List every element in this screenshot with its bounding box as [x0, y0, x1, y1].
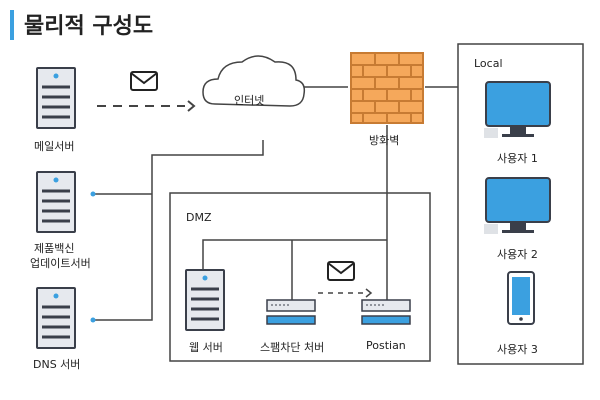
firewall-label: 방화벽 — [369, 134, 400, 147]
user1-label: 사용자 1 — [497, 152, 538, 165]
connector-dot — [90, 191, 96, 197]
dns-server-icon — [36, 287, 76, 349]
postian-server-icon — [361, 299, 411, 325]
local-zone-box — [457, 43, 584, 365]
postian-label: Postian — [366, 339, 406, 352]
product-update-server-label-line1: 제품백신 — [34, 242, 75, 255]
envelope-icon — [327, 261, 355, 281]
firewall-icon — [350, 52, 424, 124]
connector-dot — [90, 317, 96, 323]
envelope-icon — [130, 71, 158, 91]
cloud-icon — [202, 55, 306, 107]
spam-arrow-head — [365, 288, 373, 298]
diagram-title: 물리적 구성도 — [24, 14, 154, 39]
dmz-label: DMZ — [186, 211, 212, 224]
phone-icon — [507, 271, 535, 325]
local-label: Local — [474, 57, 503, 70]
dns-server-label: DNS 서버 — [33, 358, 81, 371]
title-accent-bar — [10, 10, 14, 40]
web-server-label: 웹 서버 — [189, 341, 223, 354]
monitor-icon — [484, 177, 551, 234]
mail-arrow-head — [187, 100, 196, 112]
mail-server-icon — [36, 67, 76, 129]
mail-server-label: 메일서버 — [34, 140, 75, 153]
spam-server-label: 스팸차단 처버 — [260, 341, 325, 354]
user3-label: 사용자 3 — [497, 343, 538, 356]
product-update-server-label-line2: 업데이트서버 — [30, 257, 91, 270]
user2-label: 사용자 2 — [497, 248, 538, 261]
connection-lines — [95, 86, 458, 321]
monitor-icon — [484, 81, 551, 138]
internet-label: 인터넷 — [234, 94, 265, 107]
dmz-zone-box — [169, 192, 431, 362]
web-server-icon — [185, 269, 225, 331]
product-update-server-icon — [36, 171, 76, 233]
spam-server-icon — [266, 299, 316, 325]
